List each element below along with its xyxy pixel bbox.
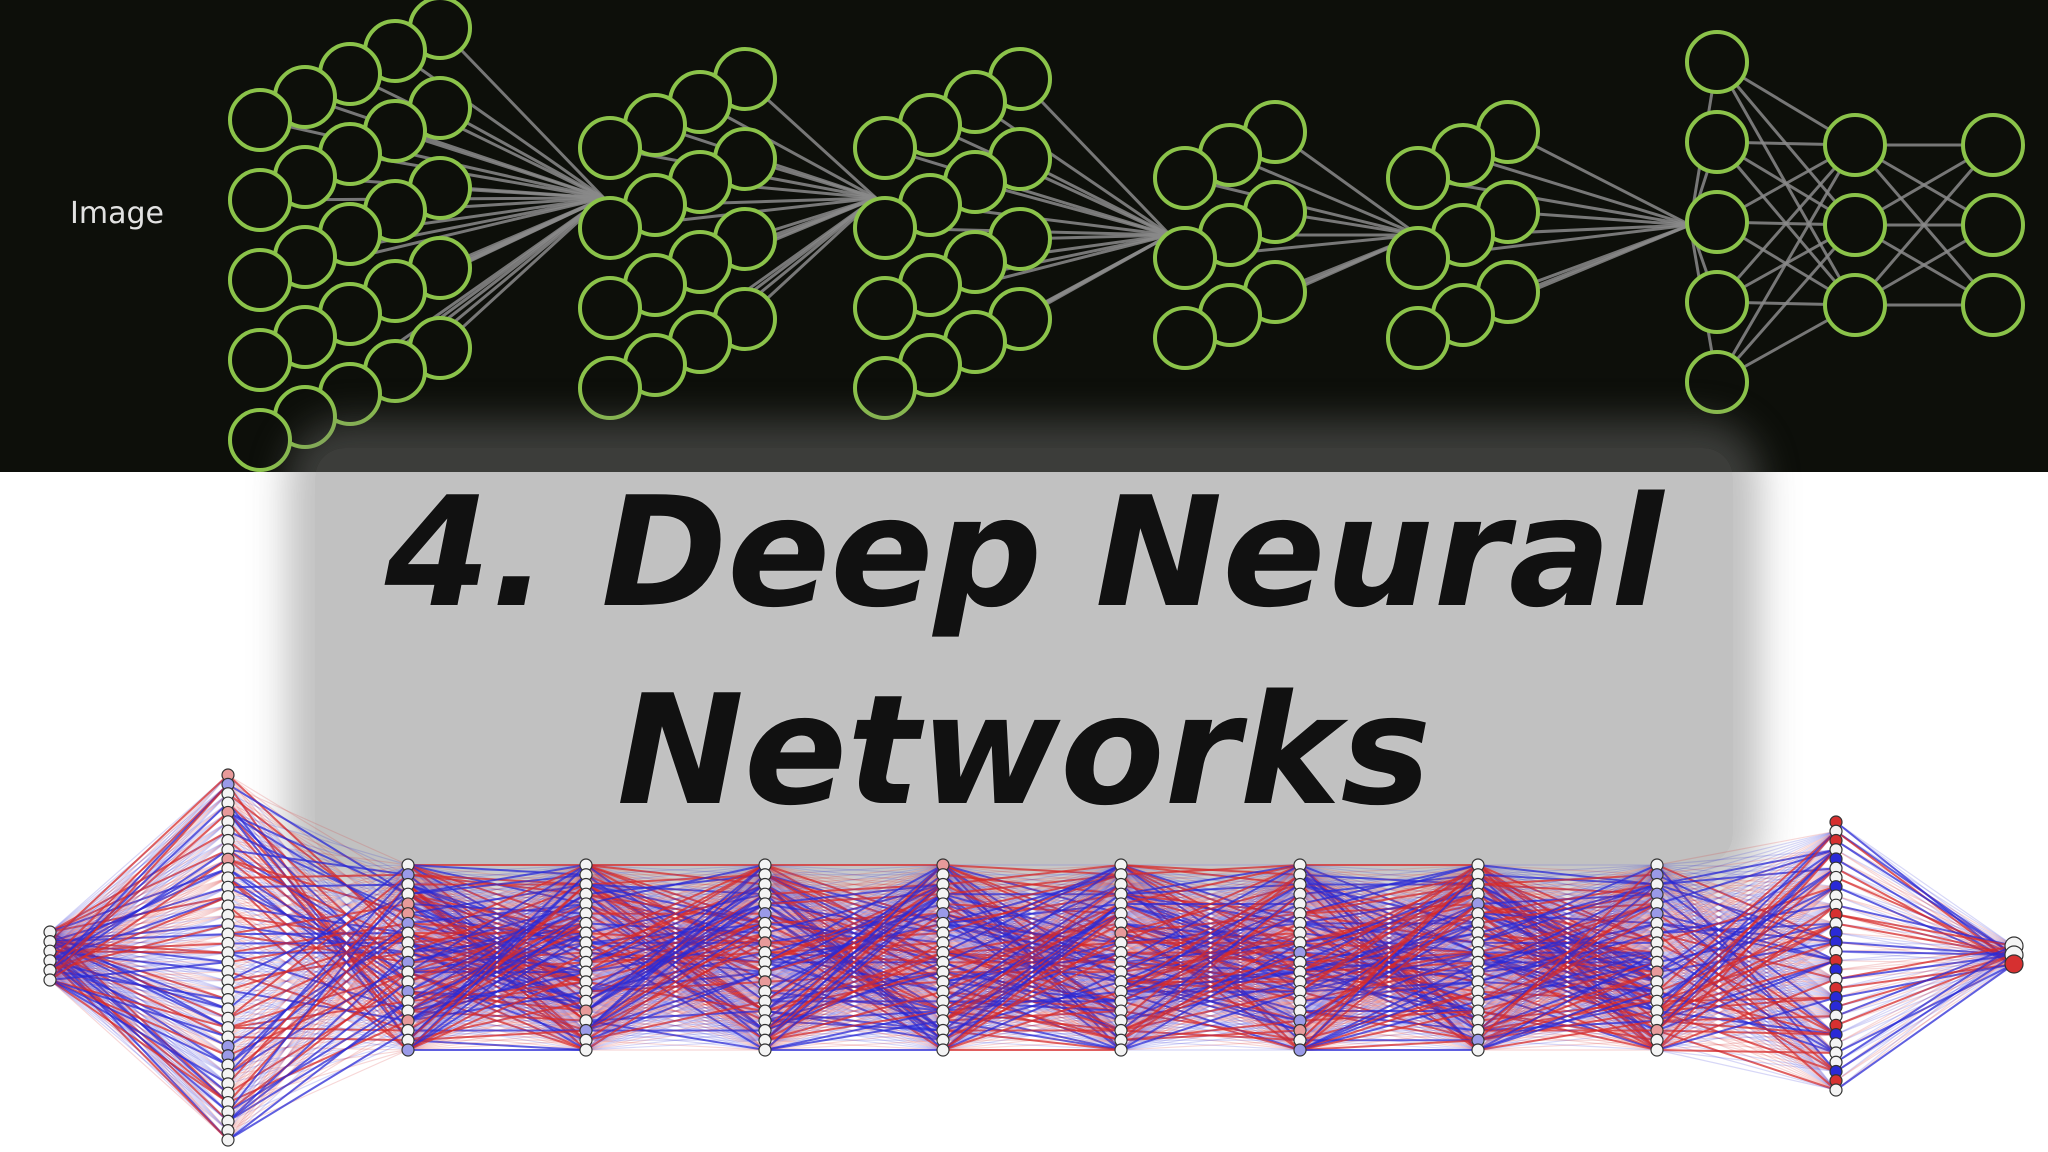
top-node (228, 88, 292, 152)
top-nodes (228, 0, 2025, 472)
top-node (578, 276, 642, 340)
top-node (1153, 146, 1217, 210)
top-node (853, 356, 917, 420)
top-fc-node (1961, 193, 2025, 257)
top-node (578, 116, 642, 180)
dense-node (1114, 1043, 1128, 1057)
top-node (853, 276, 917, 340)
dense-node (1829, 1083, 1843, 1097)
top-node (578, 356, 642, 420)
top-node (1386, 306, 1450, 370)
top-image-panel: Image (0, 0, 2048, 472)
top-fc-node (1823, 193, 1887, 257)
dense-node (401, 1043, 415, 1057)
dense-node (1471, 1043, 1485, 1057)
dense-node (43, 973, 57, 987)
top-node (1386, 146, 1450, 210)
dense-node (758, 1043, 772, 1057)
top-fc-node (1685, 110, 1749, 174)
title-line-1: 4. Deep Neural (384, 464, 1664, 641)
top-node (1153, 226, 1217, 290)
dense-node (1650, 1043, 1664, 1057)
top-node (853, 196, 917, 260)
title-block: 4. Deep Neural Networks (0, 448, 2048, 864)
dense-nodes (43, 768, 2024, 1147)
dense-edges (49, 774, 2015, 1141)
dense-node (936, 1043, 950, 1057)
slide-title: 4. Deep Neural Networks (314, 448, 1734, 864)
top-node (1386, 226, 1450, 290)
top-fc-node (1685, 270, 1749, 334)
top-fc-node (1961, 273, 2025, 337)
title-line-2: Networks (616, 662, 1432, 839)
top-node (228, 168, 292, 232)
dense-node (2004, 954, 2024, 974)
top-node (578, 196, 642, 260)
cnn-layers-diagram (228, 0, 2025, 472)
top-node (853, 116, 917, 180)
top-fc-node (1961, 113, 2025, 177)
dense-node (221, 1133, 235, 1147)
input-label: Image (70, 196, 164, 231)
top-node (228, 328, 292, 392)
dense-node (579, 1043, 593, 1057)
top-fc-node (1823, 113, 1887, 177)
top-node (228, 408, 292, 472)
dense-node (1293, 1043, 1307, 1057)
top-fc-node (1823, 273, 1887, 337)
top-fc-node (1685, 30, 1749, 94)
top-node (228, 248, 292, 312)
top-fc-node (1685, 190, 1749, 254)
top-fc-node (1685, 350, 1749, 414)
dense-network-diagram (43, 768, 2024, 1147)
top-node (1153, 306, 1217, 370)
